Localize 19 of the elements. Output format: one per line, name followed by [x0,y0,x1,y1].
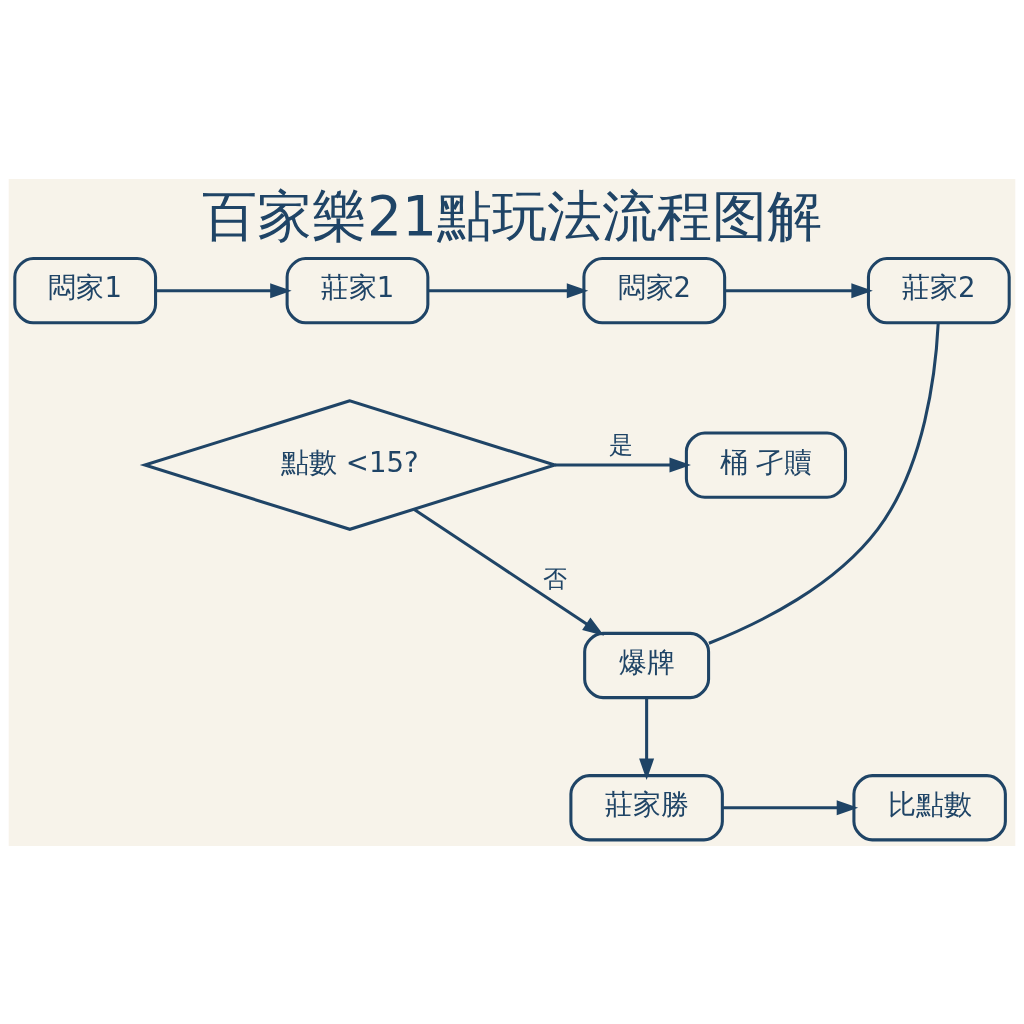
arrow [155,282,292,298]
node-box: 莊家1 [285,256,430,324]
node-box: 悶家2 [582,256,727,324]
arrow [724,282,873,298]
node-box: 爆牌 [583,631,711,699]
node-box: 莊家勝 [569,773,724,841]
arrow [413,507,605,636]
arrow [554,457,691,473]
edge-label: 是 [608,429,633,459]
node-box: 桶 孑贖 [684,430,848,499]
arrow [428,282,589,298]
node-box: 悶家1 [13,256,158,324]
connector [708,322,940,645]
arrow [639,697,655,780]
node-box: 莊家2 [866,256,1011,324]
diagram-title: 百家樂21點玩法流程图解 [201,183,823,248]
edge-label: 否 [542,563,567,593]
arrow [722,799,859,815]
node-box: 比點數 [852,773,1007,841]
